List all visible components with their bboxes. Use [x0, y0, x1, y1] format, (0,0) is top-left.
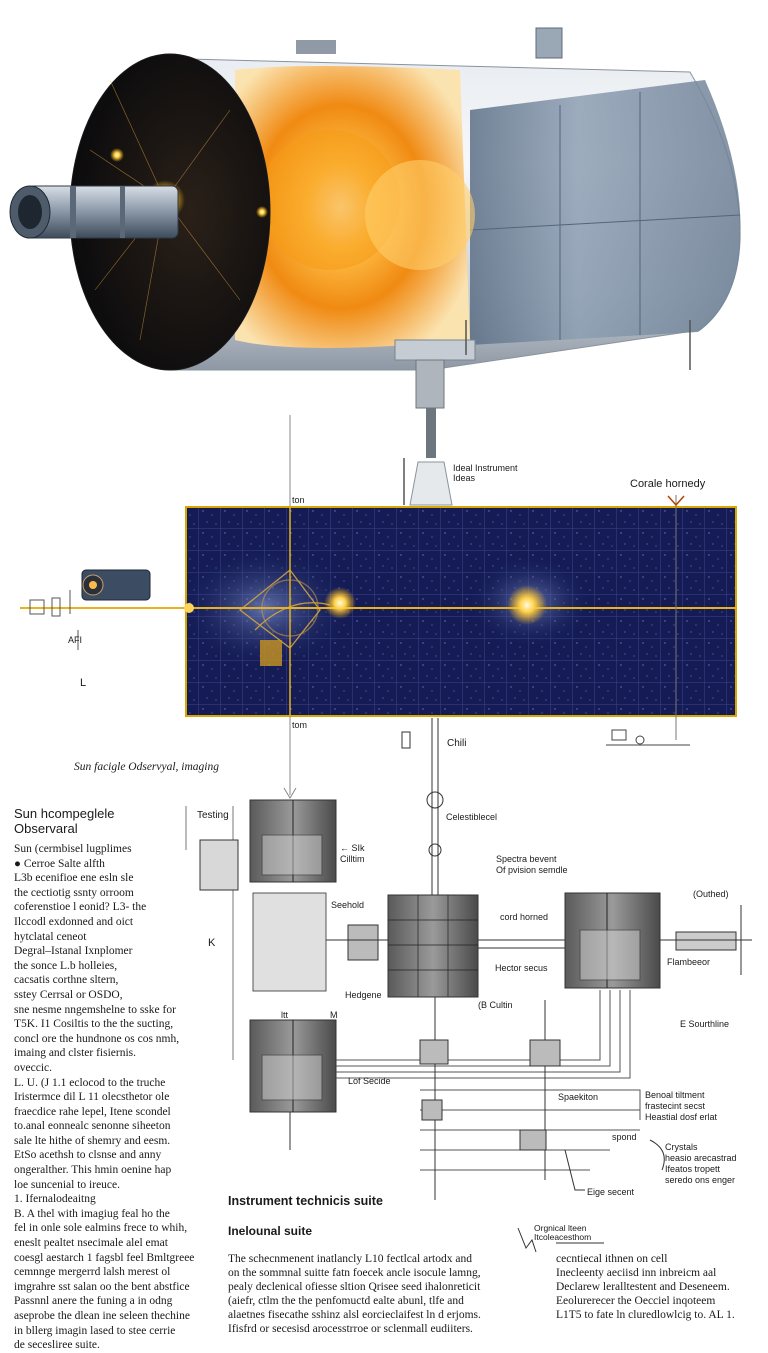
sidebar-line: eneslt pealtet nsecimale alel emat: [14, 1237, 168, 1250]
sidebar-line: sale lte hithe of shemry and eesm.: [14, 1134, 171, 1147]
sidebar-line: de secesliree suite.: [14, 1339, 100, 1352]
sidebar-line: fel in onle sole ealmins frece to whih,: [14, 1222, 188, 1235]
sidebar-line: Iristermce dil L 11 olecsthetor ole: [14, 1091, 170, 1104]
sidebar-line: EtSo acethsh to clsnse and anny: [14, 1149, 162, 1162]
panel-top-label: ton: [292, 495, 305, 505]
seehold-label: Seehold: [331, 900, 365, 910]
crystals-label: Crystals heasio arecastrad Ifeatos trope…: [665, 1142, 737, 1185]
eige-secent-label: Eige secent: [587, 1187, 635, 1197]
instrument-schematic: [185, 716, 752, 1253]
tiltment-label: Benoal tiltment frastecint secst Heastia…: [645, 1090, 718, 1122]
chili-label: Chili: [447, 738, 467, 749]
k-label: K: [208, 937, 216, 949]
lof-secide-label: Lof Secide: [348, 1076, 391, 1086]
sidebar-line: in bllerg imagin lased to stee cerrie: [14, 1324, 176, 1337]
l-label: L: [80, 677, 87, 689]
sidebar-title-2: Observaral: [14, 821, 78, 836]
sidebar-line: cacsatis corthne sltern,: [14, 974, 119, 987]
flambeeor-label: Flambeeor: [667, 957, 711, 967]
sidebar-line: aseprobe the dlean ine seleen thechine: [14, 1310, 190, 1322]
sidebar-line: 1. Ifernalodeaitng: [14, 1193, 96, 1206]
e-sourthline-label: E Sourthline: [680, 1019, 730, 1029]
sidebar-line: the sonce L.b holleies,: [14, 959, 118, 972]
sidebar-line: coferenstioe l eonid? L3- the: [14, 901, 147, 914]
instrument-heading: Instrument technicis suite: [228, 1194, 383, 1208]
sidebar-line: Sun (cermbisel lugplimes: [14, 843, 132, 855]
hector-secs-label: Hector secus: [495, 963, 548, 973]
sidebar-line: hytclatal ceneot: [14, 930, 87, 943]
ltt-label: ltt: [281, 1010, 289, 1020]
outhead-label: (Outhed): [693, 889, 729, 899]
testing-label: Testing: [197, 810, 229, 821]
cord-horned-label: cord horned: [500, 912, 549, 922]
sidebar-line: to.anal eonnealc senonne siheeton: [14, 1120, 171, 1133]
sidebar-line: the cectiotig ssnty orroom: [14, 886, 134, 899]
sidebar-line: fraecdice rahe lepel, Itene scondel: [14, 1105, 171, 1118]
spaekiton-label: Spaekiton: [558, 1092, 599, 1102]
m-label: M: [330, 1010, 338, 1020]
sidebar-line: Passnnl anere the funing a in odng: [14, 1295, 173, 1308]
bottom-col-1: The schecnmenent inatlancly L10 fectlcal…: [228, 1253, 481, 1335]
spacecraft: [9, 27, 741, 506]
instrument-ideas-label: Ideal Instrument Ideas: [453, 463, 518, 483]
sidebar-line: cemnnge mergerrd lalsh merest ol: [14, 1266, 171, 1279]
sidebar-line: sstey Cerrsal or OSDO,: [14, 988, 123, 1001]
sidebar-line: imgrahre sst salan oo the bent abstfice: [14, 1280, 190, 1293]
sidebar-line: imaing and clster fisiernis.: [14, 1047, 136, 1060]
celestial-label: Celestiblecel: [446, 812, 498, 822]
imaging-caption: Sun facigle Odservyal, imaging: [74, 761, 220, 773]
sidebar-line: Ilccodl exdonned and oict: [14, 915, 134, 928]
sidebar-lines: Sun (cermbisel lugplimes ● Cerroe Salte a…: [14, 842, 210, 1353]
sidebar-line: ● Cerroe Salte alfth: [14, 857, 105, 870]
panel-rig: [606, 729, 690, 746]
bottom-col-2: cecntiecal ithnen on cell Inecleenty aec…: [556, 1253, 735, 1321]
sidebar-line: T5K. I1 Cosiltis to the the sucting,: [14, 1018, 174, 1031]
b-cultin-label: (B Cultin: [478, 1000, 513, 1010]
imaging-panel: [20, 495, 737, 740]
hedgene-label: Hedgene: [345, 990, 382, 1000]
mini-satellite: [29, 569, 151, 650]
sidebar-line: concl ore the hundnone os cos nmh,: [14, 1032, 180, 1045]
sidebar-line: Degral–Istanal Ixnplomer: [14, 945, 133, 958]
sidebar-title-1: Sun hcompeglele: [14, 806, 115, 821]
sidebar-line: L. U. (J 1.1 eclocod to the truche: [14, 1076, 166, 1089]
sidebar-line: L3b ecenifioe ene esln sle: [14, 872, 134, 885]
panel-bottom-label: tom: [292, 720, 308, 730]
sidebar-line: ongeralther. This hmin oenine hap: [14, 1164, 172, 1177]
sun-kbl-label: ← SIk Cilltim: [340, 843, 365, 864]
sidebar-line: loe suncenial to ireuce.: [14, 1178, 121, 1191]
note-label: Orgnical lteen Itcoleacesthom: [534, 1223, 592, 1242]
sidebar-line: oveccic.: [14, 1061, 52, 1074]
sidebar-description: Sun hcompeglele Observaral Sun (cermbise…: [14, 806, 210, 1353]
sidebar-line: sne nesme nngemshelne to sske for: [14, 1003, 176, 1016]
spond-label: spond: [612, 1132, 637, 1142]
spectro-label: Spectra bevent Of pvision semdle: [496, 854, 568, 875]
sidebar-line: coesgl aestarch 1 fagsbl feel Bmltgreee: [14, 1251, 195, 1264]
sidebar-line: B. A thel with imagiug feal ho the: [14, 1207, 170, 1220]
corona-label: Corale hornedy: [630, 478, 706, 490]
afi-label: AFI: [68, 635, 83, 645]
instrument-subheading: Inelounal suite: [228, 1224, 313, 1238]
